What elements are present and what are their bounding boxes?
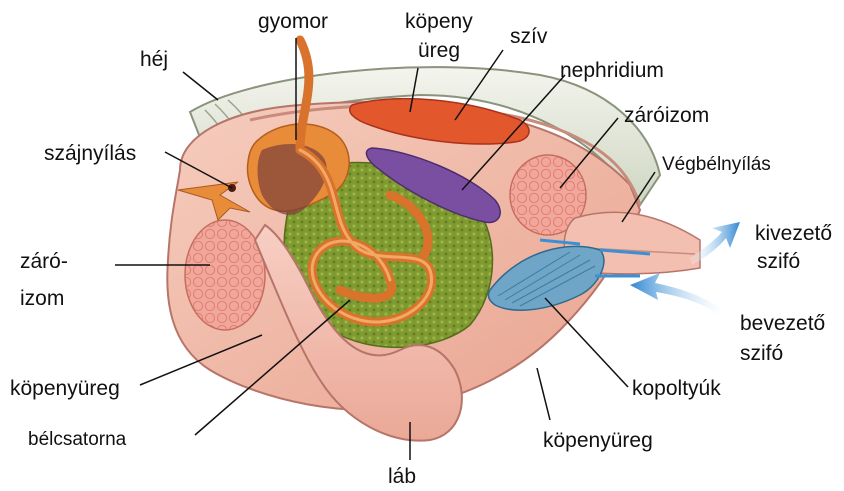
anterior-adductor-muscle (185, 220, 265, 330)
label-zaroizom-right: záróizom (624, 104, 709, 127)
leader-kopenyureg-right (537, 368, 550, 420)
label-kopeny: köpeny (405, 10, 473, 33)
label-vegbelnyilas: Végbélnyílás (662, 154, 771, 175)
label-kivezeto: kivezető (755, 222, 832, 245)
label-szajnyilas: szájnyílás (44, 142, 136, 165)
label-sziv: szív (510, 25, 548, 48)
leader-kopoltyuk (545, 298, 628, 387)
label-belcsatorna: bélcsatorna (28, 429, 127, 450)
label-kivezeto-szifo: szifó (757, 250, 800, 273)
label-bevezeto: bevezető (740, 312, 825, 335)
label-bevezeto-szifo: szifó (740, 342, 783, 365)
label-kopoltyuk: kopoltyúk (632, 377, 721, 400)
label-nephridium: nephridium (560, 59, 664, 82)
label-lab: láb (388, 465, 416, 486)
label-kopenyureg-right: köpenyüreg (543, 429, 653, 452)
label-hej: héj (140, 48, 168, 71)
label-kopenyureg-left: köpenyüreg (10, 377, 120, 400)
label-izom-left: izom (20, 287, 64, 310)
label-zaro-left: záró- (20, 250, 68, 273)
label-ureg: üreg (418, 39, 460, 62)
label-gyomor: gyomor (258, 10, 328, 33)
leader-hej (183, 72, 218, 100)
inflow-arrow (630, 273, 725, 316)
